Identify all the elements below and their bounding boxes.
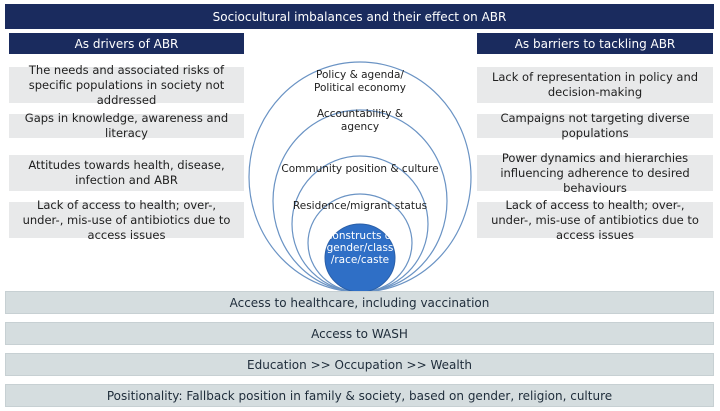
barrier-item: Campaigns not targeting diverse populati… — [477, 111, 713, 140]
row-wash: Access to WASH — [5, 322, 714, 345]
core-label: Constructs of gender/class /race/caste — [325, 230, 395, 266]
row-positionality: Positionality: Fallback position in fami… — [5, 384, 714, 407]
ring-label-residence: Residence/migrant status — [292, 200, 428, 212]
ring-label-policy: Policy & agenda/ Political economy — [314, 69, 406, 94]
driver-item: Attitudes towards health, disease, infec… — [9, 155, 244, 191]
driver-item: The needs and associated risks of specif… — [9, 63, 244, 107]
barrier-item: Lack of representation in policy and dec… — [477, 67, 713, 103]
drivers-header: As drivers of ABR — [9, 33, 244, 54]
barrier-item: Power dynamics and hierarchies influenci… — [477, 151, 713, 195]
row-healthcare: Access to healthcare, including vaccinat… — [5, 291, 714, 314]
barrier-item: Lack of access to health; over-, under-,… — [477, 198, 713, 242]
driver-item: Lack of access to health; over-, under-,… — [9, 198, 244, 242]
row-education: Education >> Occupation >> Wealth — [5, 353, 714, 376]
nested-rings — [248, 61, 472, 293]
ring-label-community: Community position & culture — [281, 163, 439, 175]
ring-label-accountability: Accountability & agency — [316, 108, 404, 133]
driver-item: Gaps in knowledge, awareness and literac… — [9, 111, 244, 140]
barriers-header: As barriers to tackling ABR — [477, 33, 713, 54]
diagram-title: Sociocultural imbalances and their effec… — [5, 4, 714, 29]
